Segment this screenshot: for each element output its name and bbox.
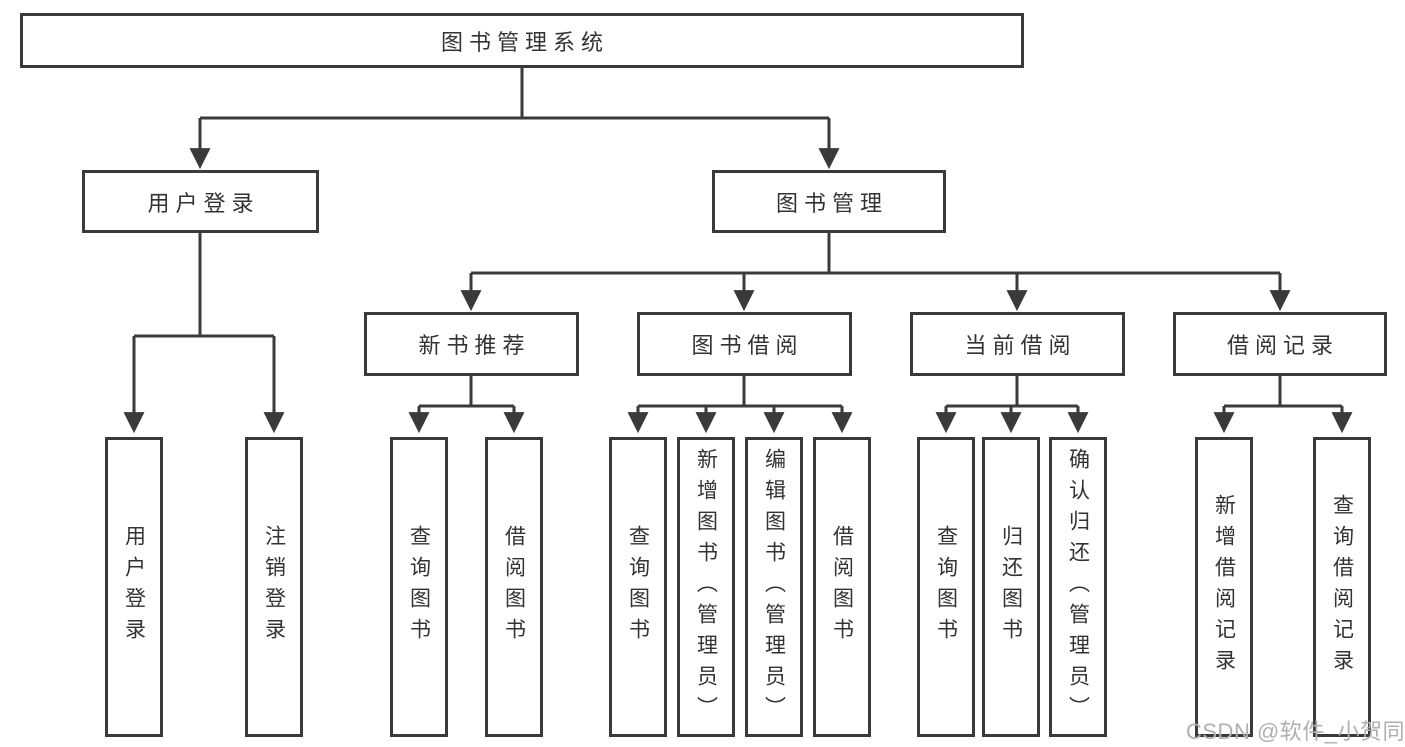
node-nbr-query-books: 查询图书 <box>390 437 448 737</box>
leaf-label: 新增图书（管理员） <box>694 447 718 727</box>
leaf-label: 借阅图书 <box>830 525 854 649</box>
node-current-borrow: 当前借阅 <box>910 312 1125 376</box>
node-book-management: 图书管理 <box>712 170 946 233</box>
csdn-watermark: CSDN @软件_小贺同学 <box>1186 719 1405 744</box>
leaf-label: 确认归还（管理员） <box>1066 447 1090 727</box>
node-bb-edit-book-admin: 编辑图书（管理员） <box>745 437 803 737</box>
node-bb-borrow-books: 借阅图书 <box>813 437 871 737</box>
leaf-label: 新增借阅记录 <box>1212 494 1236 680</box>
node-book-management-label: 图书管理 <box>775 190 888 216</box>
leaf-label: 查询借阅记录 <box>1330 494 1354 680</box>
node-user-login-action: 用户登录 <box>105 437 163 737</box>
leaf-label: 查询图书 <box>407 525 431 649</box>
leaf-label: 查询图书 <box>626 525 650 649</box>
node-borrow-records-label: 借阅记录 <box>1226 333 1339 358</box>
node-user-login: 用户登录 <box>82 170 319 233</box>
node-user-login-label: 用户登录 <box>147 190 260 216</box>
node-bb-query-books: 查询图书 <box>609 437 667 737</box>
node-cb-confirm-return-admin: 确认归还（管理员） <box>1049 437 1107 737</box>
node-new-book-recommend: 新书推荐 <box>364 312 579 376</box>
node-new-book-recommend-label: 新书推荐 <box>418 333 531 358</box>
leaf-label: 注销登录 <box>262 525 286 649</box>
leaf-label: 用户登录 <box>122 525 146 649</box>
node-root-label: 图书管理系统 <box>440 29 609 55</box>
node-root: 图书管理系统 <box>20 13 1024 68</box>
node-bb-add-book-admin: 新增图书（管理员） <box>677 437 735 737</box>
node-cb-return-books: 归还图书 <box>982 437 1040 737</box>
node-book-borrow-label: 图书借阅 <box>691 333 804 358</box>
node-book-borrow: 图书借阅 <box>637 312 852 376</box>
leaf-label: 借阅图书 <box>502 525 526 649</box>
leaf-label: 归还图书 <box>999 525 1023 649</box>
node-br-add-record: 新增借阅记录 <box>1195 437 1253 737</box>
node-logout-action: 注销登录 <box>245 437 303 737</box>
node-cb-query-books: 查询图书 <box>917 437 975 737</box>
leaf-label: 查询图书 <box>934 525 958 649</box>
node-nbr-borrow-books: 借阅图书 <box>485 437 543 737</box>
leaf-label: 编辑图书（管理员） <box>762 447 786 727</box>
node-br-query-record: 查询借阅记录 <box>1313 437 1371 737</box>
node-current-borrow-label: 当前借阅 <box>964 333 1077 358</box>
node-borrow-records: 借阅记录 <box>1173 312 1387 376</box>
